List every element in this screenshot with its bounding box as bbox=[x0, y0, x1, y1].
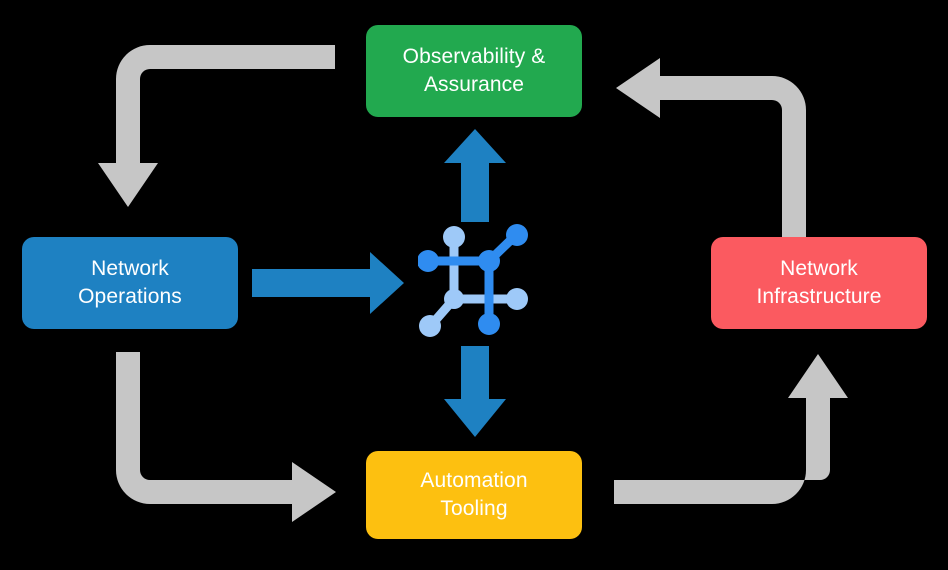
blue-arrow-center-to-observability bbox=[444, 129, 506, 222]
blue-arrow-center-to-automation bbox=[444, 346, 506, 437]
network-node-mid-junction-light bbox=[444, 289, 464, 309]
grey-arrow-automation-to-infrastructure bbox=[614, 354, 848, 504]
node-label-network-operations: Network Operations bbox=[78, 257, 182, 308]
node-box-network-operations[interactable]: Network Operations bbox=[22, 237, 238, 329]
network-icon-nodes-primary bbox=[418, 224, 528, 335]
network-icon-nodes-secondary bbox=[419, 226, 528, 337]
network-topology-icon bbox=[418, 224, 528, 337]
network-node-top-light bbox=[443, 226, 465, 248]
node-box-automation-tooling[interactable]: Automation Tooling bbox=[366, 451, 582, 539]
grey-arrow-observability-to-operations bbox=[98, 45, 335, 207]
node-label-automation-tooling: Automation Tooling bbox=[420, 469, 528, 520]
grey-arrow-operations-to-automation bbox=[116, 352, 336, 522]
network-node-top-right bbox=[506, 224, 528, 246]
network-node-right-light bbox=[506, 288, 528, 310]
node-label-network-infrastructure: Network Infrastructure bbox=[756, 257, 882, 308]
node-box-observability[interactable]: Observability & Assurance bbox=[366, 25, 582, 117]
grey-arrow-infrastructure-to-observability bbox=[616, 58, 806, 238]
node-label-observability: Observability & Assurance bbox=[402, 45, 546, 96]
network-node-center-junction bbox=[478, 250, 500, 272]
network-node-left bbox=[418, 250, 439, 272]
blue-arrow-operations-to-center bbox=[252, 252, 404, 314]
network-node-bottom-left-light bbox=[419, 315, 441, 337]
node-box-network-infrastructure[interactable]: Network Infrastructure bbox=[711, 237, 927, 329]
network-node-bottom bbox=[478, 313, 500, 335]
